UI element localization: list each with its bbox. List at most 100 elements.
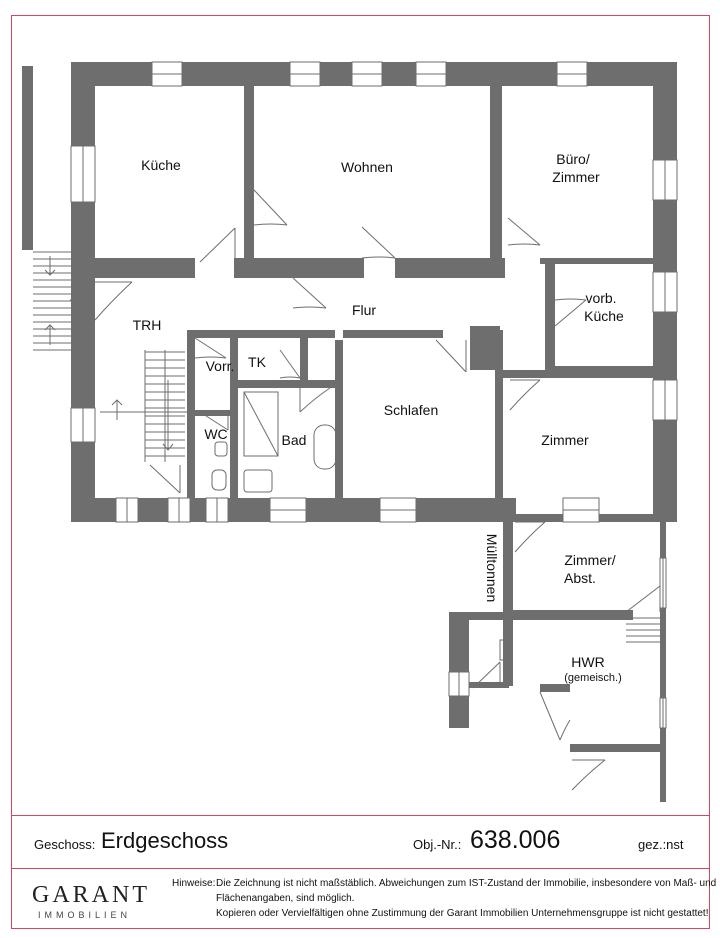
wall-segment [490, 86, 502, 262]
room-label-flur: Flur [351, 302, 377, 318]
windows [70, 61, 678, 729]
wall-segment [540, 684, 570, 692]
entry-arrow [70, 293, 87, 307]
wall-segment [660, 522, 666, 802]
wall-segment [469, 682, 509, 688]
bathroom-sink [243, 469, 273, 493]
room-label-zimmer-abst-line2: Abst. [564, 570, 596, 586]
door-swing [514, 521, 546, 553]
door-swing [554, 298, 587, 301]
hinweise-line-1: Die Zeichnung ist nicht maßstäblich. Abw… [216, 878, 717, 889]
door-leaf [199, 411, 229, 431]
shower-diagonal [243, 391, 279, 457]
door-swing [292, 306, 327, 309]
door-swing [253, 223, 288, 226]
room-label-wc: WC [204, 426, 228, 442]
room-label-schlafen: Schlafen [383, 402, 439, 418]
geschoss-value: Erdgeschoss [101, 828, 229, 853]
door-swing [279, 376, 301, 379]
obj-nr-value: 638.006 [470, 826, 561, 854]
drawn-by: gez.:nst [638, 837, 684, 852]
obj-nr-label: Obj.-Nr.: [413, 837, 462, 852]
room-label-buero-line2: Zimmer [552, 169, 600, 185]
wall-segment [195, 330, 335, 338]
toilet [211, 469, 227, 491]
stair-arrow [111, 399, 123, 420]
entrance-arrow [44, 256, 56, 276]
wall-segment [230, 330, 238, 498]
door-leaf [199, 227, 236, 263]
door-swing [194, 356, 227, 359]
wall-segment [540, 258, 653, 264]
wc-sink [214, 441, 228, 457]
footer-divider-bottom [11, 868, 710, 869]
room-label-zimmer: Zimmer [541, 432, 589, 448]
room-label-tk: TK [248, 354, 266, 370]
chimney-box [483, 355, 495, 367]
room-label-kueche: Küche [141, 157, 181, 173]
wall-segment [449, 612, 511, 620]
shower-tray [243, 391, 279, 457]
wall-segment [238, 380, 338, 388]
wall-segment [513, 610, 633, 620]
wall-segment [22, 66, 33, 250]
door-swing [559, 719, 571, 741]
fixtures [211, 343, 511, 661]
door-swing [361, 256, 396, 259]
room-label-wohnen: Wohnen [341, 159, 393, 175]
wall-segment [300, 338, 308, 384]
bathtub [313, 424, 337, 470]
door-leaf [539, 691, 561, 741]
wall-segment [335, 340, 343, 510]
room-label-vorr: Vorr. [205, 358, 235, 374]
door-swing [571, 759, 606, 791]
wall-segment [503, 620, 513, 686]
hinweise-line-3: Kopieren oder Vervielfältigen ohne Zusti… [216, 908, 709, 919]
wall-segment [187, 330, 195, 498]
doors [94, 189, 661, 791]
wall-segment [653, 62, 677, 380]
wall-segment [234, 258, 364, 278]
door-leaf [292, 277, 327, 309]
room-label-hwr-sub: (gemeisch.) [564, 672, 622, 684]
wall-segment [470, 326, 500, 370]
geschoss-label: Geschoss: [34, 837, 96, 852]
room-label-bad: Bad [281, 432, 307, 448]
chimney-box [483, 343, 495, 355]
door-leaf [472, 661, 501, 689]
door-leaf [435, 339, 467, 373]
room-label-trh: TRH [132, 317, 162, 333]
door-swing [94, 281, 133, 321]
door-leaf [194, 337, 227, 359]
door-leaf [149, 464, 181, 494]
stair-arrow [162, 380, 174, 451]
wall-segment [244, 86, 254, 262]
door-leaf [507, 217, 541, 246]
wall-segment [570, 744, 666, 752]
wall-segment [545, 366, 653, 378]
hinweise-line-2: Flächenangaben, sind möglich. [216, 893, 355, 904]
page-frame [11, 15, 710, 929]
room-label-vorb-line1: vorb. [585, 290, 617, 306]
wall-segment [660, 744, 666, 802]
room-label-buero-line1: Büro/ [556, 151, 590, 167]
door-leaf [253, 189, 288, 226]
room-label-hwr: HWR [571, 654, 605, 670]
door-leaf [554, 299, 587, 327]
door-swing [299, 387, 331, 413]
garant-logo-subtext: IMMOBILIEN [38, 910, 132, 920]
door-swing [507, 243, 541, 246]
room-label-vorb-line2: Küche [584, 308, 624, 324]
wall-segment [503, 370, 545, 378]
room-label-zimmer-abst-line1: Zimmer/ [564, 552, 616, 568]
wall-segment [503, 522, 513, 620]
hinweise-label: Hinweise: [172, 878, 216, 889]
door-swing [509, 379, 541, 411]
entrance-arrow [44, 324, 56, 345]
door-leaf [361, 226, 396, 259]
wall-segment [495, 330, 503, 520]
wall-segment [395, 258, 505, 278]
garant-logo-text: GARANT [32, 882, 150, 908]
wall-segment [449, 612, 469, 728]
